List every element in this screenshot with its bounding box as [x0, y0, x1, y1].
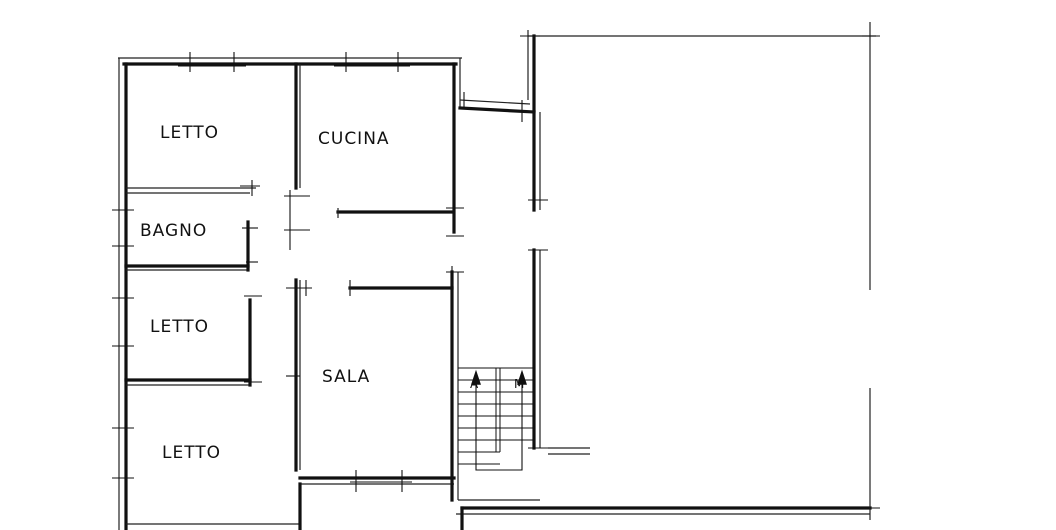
staircase: A M	[458, 367, 534, 471]
stair-marker-a: A	[470, 377, 479, 391]
room-label-letto-middle: LETTO	[150, 317, 209, 337]
dimension-ticks	[112, 35, 880, 509]
stair-marker-b: M	[514, 377, 525, 391]
stair-down-arrow	[517, 369, 527, 385]
room-label-cucina: CUCINA	[318, 129, 390, 149]
room-label-sala: SALA	[322, 367, 370, 387]
exterior-walls	[118, 57, 872, 530]
stair-core-walls	[458, 22, 876, 520]
stair-up-arrow	[471, 369, 481, 385]
room-label-letto-bottom: LETTO	[162, 443, 221, 463]
room-labels: LETTO CUCINA BAGNO LETTO SALA LETTO	[140, 123, 390, 463]
room-label-bagno: BAGNO	[140, 221, 207, 241]
room-label-letto-top: LETTO	[160, 123, 219, 143]
